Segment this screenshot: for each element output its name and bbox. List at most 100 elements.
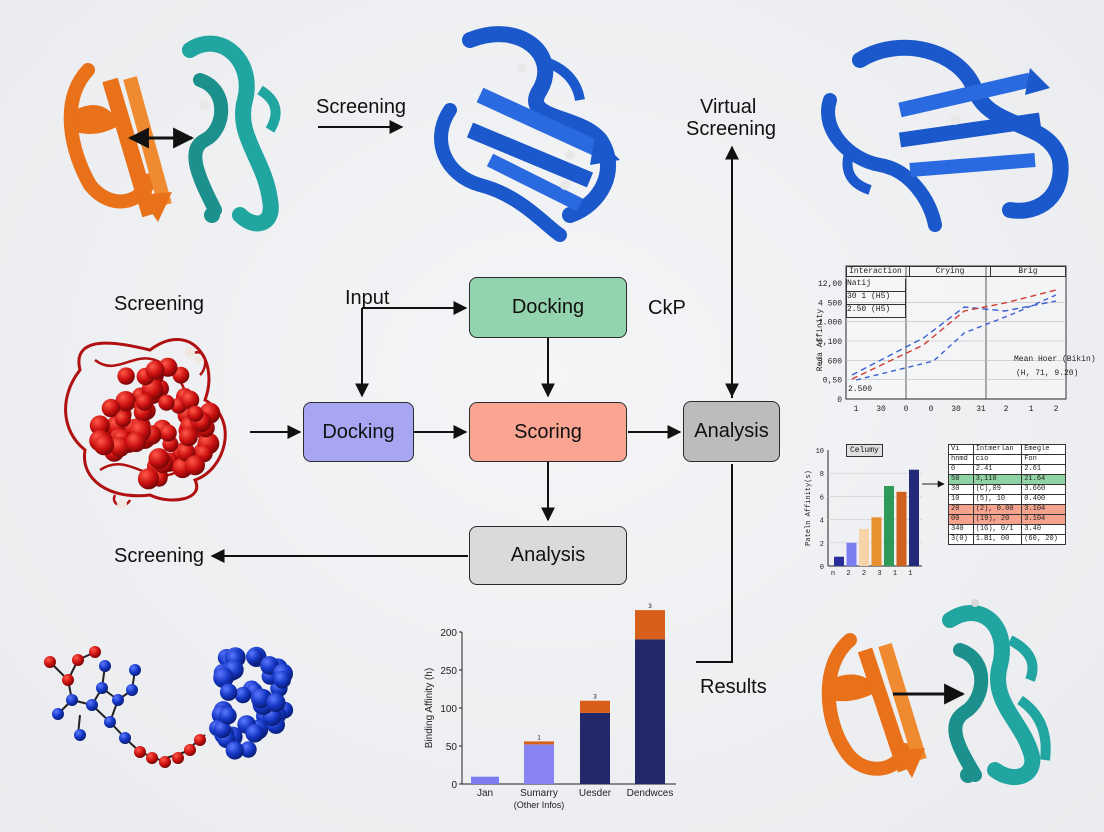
analysis-box-bottom[interactable]: Analysis	[469, 526, 627, 585]
table-cell: 0.400	[1021, 494, 1066, 505]
protein-orange-teal-icon-2	[821, 599, 1051, 786]
red-atom	[115, 391, 136, 412]
docking-box-left[interactable]: Docking	[303, 402, 414, 462]
table-cell: 50	[948, 474, 974, 485]
blue-atom	[225, 741, 244, 760]
y-tick-label: 4 500	[818, 299, 842, 308]
line-panel-left-cells: Natij 30 1 (H5) 2.50 (H5)	[846, 279, 906, 318]
table-cell: (5), 10	[972, 494, 1023, 505]
molecule-atom	[184, 744, 196, 756]
x-tick-label: 30	[951, 405, 961, 414]
bar-segment	[635, 610, 665, 640]
blue-atom	[273, 670, 292, 689]
red-atom	[158, 394, 175, 411]
molecule-atom	[66, 694, 78, 706]
blue-atom	[240, 741, 257, 758]
analysis-box-right[interactable]: Analysis	[683, 401, 780, 462]
bar-segment	[635, 639, 665, 784]
screening-label-bottom: Screening	[114, 545, 205, 567]
table-cell: Intmerlan	[972, 444, 1023, 455]
table-cell: (2), 0.00	[972, 504, 1023, 515]
scoring-box[interactable]: Scoring	[469, 402, 627, 462]
x-tick-label: 1	[854, 405, 859, 414]
y-tick-label: 8	[820, 471, 824, 479]
y-tick-label: 6	[820, 494, 824, 502]
x-tick-label: 1	[1029, 405, 1034, 414]
molecule-atom	[194, 734, 206, 746]
line-chart-frame	[845, 265, 1067, 400]
line-panel-header-3: Brig	[990, 266, 1066, 277]
molecule-atom	[129, 664, 141, 676]
screening-label-virtual: Screening	[686, 118, 777, 140]
red-atom	[145, 360, 165, 380]
ckp-label: CkP	[648, 297, 686, 319]
blue-atom	[213, 720, 231, 739]
bar-segment	[524, 741, 554, 745]
docking-box-top[interactable]: Docking	[469, 277, 627, 338]
molecule-atom	[172, 752, 184, 764]
results-label: Results	[700, 676, 767, 698]
table-cell: 20	[948, 504, 974, 515]
table-cell: 3.40	[1021, 524, 1066, 535]
y-tick-label: 250	[440, 666, 457, 677]
red-protein-blob-icon	[64, 338, 227, 509]
protein-blue-icon-2	[821, 39, 1069, 232]
y-tick-label: 100	[440, 704, 457, 715]
table-cell: 00	[948, 514, 974, 525]
flow-arrows	[210, 120, 739, 663]
line-panel-header-2: Crying	[909, 266, 991, 277]
table-cell: (1G), 0/1	[972, 524, 1023, 535]
molecule-atom	[52, 708, 64, 720]
bar	[859, 528, 869, 566]
blue-atom	[219, 707, 237, 725]
bar	[871, 517, 882, 566]
bar	[909, 469, 919, 566]
red-atom	[93, 434, 115, 456]
small-bar-marks	[834, 469, 919, 566]
red-atom	[185, 455, 205, 476]
red-atom	[187, 405, 204, 422]
line-panel-cell: 30 1 (H5)	[846, 292, 906, 305]
red-blue-molecule-icon	[44, 646, 294, 768]
x-tick-label: 1	[893, 570, 897, 578]
blue-atom	[234, 686, 252, 704]
screening-label-left: Screening	[114, 293, 205, 315]
bar	[884, 486, 894, 566]
molecule-atom	[96, 682, 108, 694]
bar-top-mark: 3	[648, 604, 652, 610]
y-axis-title: Binding Affinity (h)	[424, 668, 435, 748]
line-panel-header-table: Interaction Crying Brig	[846, 266, 1066, 277]
table-cell: hnmd	[948, 454, 974, 465]
molecule-atom	[159, 756, 171, 768]
bar-top-mark: 3	[593, 695, 597, 701]
virtual-label: Virtual	[700, 96, 757, 118]
input-label: Input	[345, 287, 390, 309]
x-tick-label: 1	[908, 570, 912, 578]
table-cell: 2.61	[1021, 464, 1066, 475]
line-panel-cell: 2.50 (H5)	[846, 305, 906, 318]
table-cell: 10	[948, 494, 974, 505]
molecule-atom	[72, 654, 84, 666]
x-tick-label: n	[831, 570, 835, 578]
x-tick-label: Dendwces	[627, 788, 674, 799]
table-cell: 21.64	[1021, 474, 1066, 485]
table-cell: Vi	[948, 444, 974, 455]
red-atom	[135, 393, 153, 411]
y-axis-title: Reda Affinity	[816, 309, 825, 372]
red-atom	[179, 427, 198, 447]
x-tick-label: 2	[1054, 405, 1059, 414]
small-bar-title: Celumy	[846, 444, 883, 457]
molecule-atom	[134, 746, 146, 758]
x-tick-label: 31	[976, 405, 986, 414]
y-tick-label: 3 600	[818, 357, 842, 366]
molecule-atom	[89, 646, 101, 658]
table-cell: 2.41	[972, 464, 1023, 475]
y-tick-label: 1.000	[818, 319, 842, 328]
